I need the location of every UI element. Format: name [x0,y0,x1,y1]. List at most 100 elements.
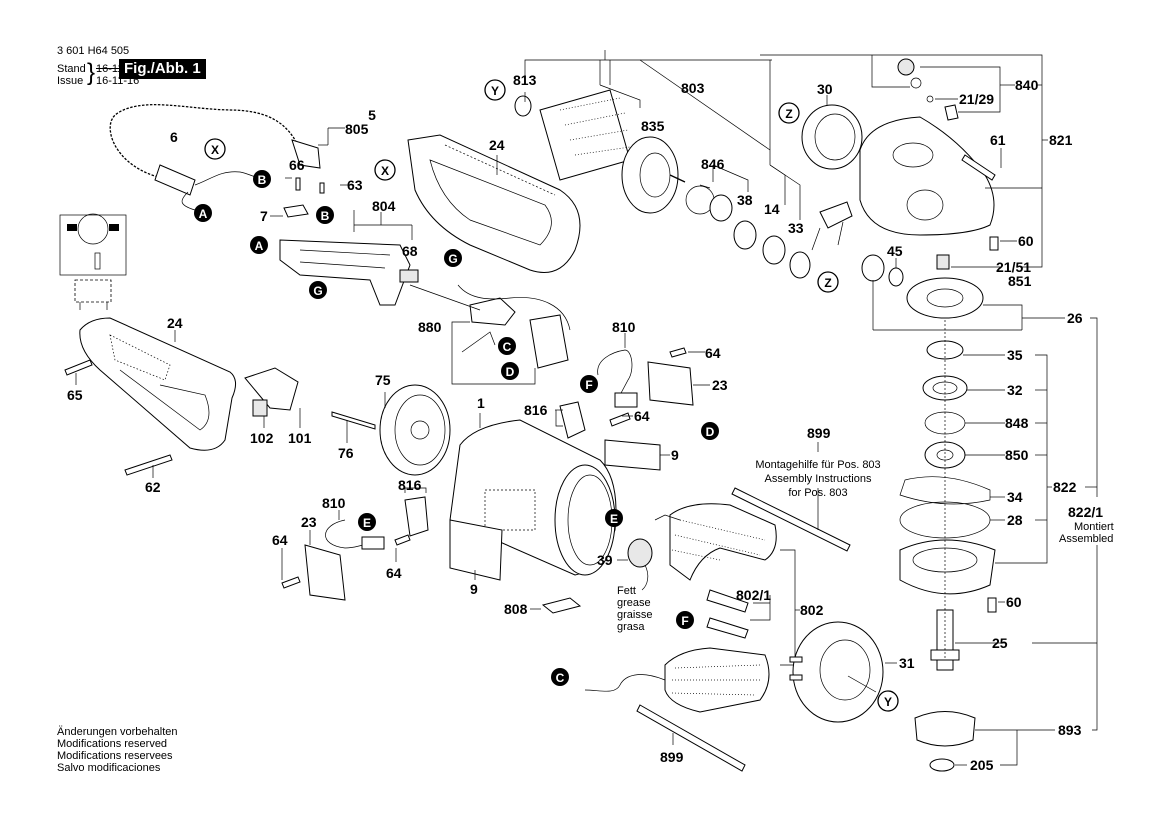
label-813: 813 [513,72,537,88]
svg-text:E: E [363,516,371,530]
label-802: 802 [800,602,824,618]
label-835: 835 [641,118,665,134]
svg-text:X: X [381,164,389,178]
connector-z-gear: Z [778,102,800,124]
label-893: 893 [1058,722,1082,738]
label-68: 68 [402,243,418,259]
svg-text:Z: Z [785,107,792,121]
gear-housing [859,58,999,270]
wiring-schematic [59,213,127,310]
label-205: 205 [970,757,994,773]
connector-f-upper: F [580,375,598,393]
connector-a-switch: A [250,236,268,254]
connector-f-coil: F [676,611,694,629]
label-5: 5 [368,107,376,123]
brush-holder-upper [559,347,694,439]
label-810-upper: 810 [612,319,636,335]
connector-d-coil: D [701,422,719,440]
connector-b-upper: B [253,170,271,188]
connector-g-switch: G [309,281,327,299]
label-821: 821 [1049,132,1073,148]
label-899-lower: 899 [660,749,684,765]
svg-text:Y: Y [491,84,499,98]
connector-x-cord: X [204,138,226,160]
label-45: 45 [887,243,903,259]
label-7: 7 [260,208,268,224]
label-822-1: 822/1 [1068,504,1103,520]
svg-text:G: G [448,252,457,266]
electronic-module [409,284,571,369]
label-21-29: 21/29 [959,91,994,107]
part-number: 3 601 H64 505 [57,45,130,57]
label-803: 803 [681,80,705,96]
issue-label: Issue [57,75,84,87]
switch-assembly [279,177,419,306]
label-816-lower: 816 [398,477,422,493]
label-28: 28 [1007,512,1023,528]
label-805: 805 [345,121,369,137]
label-26: 26 [1067,310,1083,326]
grease-en: grease [617,597,651,609]
connector-c-module: C [498,337,516,355]
label-35: 35 [1007,347,1023,363]
connector-z-bearing: Z [817,271,839,293]
grease-es: grasa [617,621,645,633]
svg-text:B: B [258,173,267,187]
label-804: 804 [372,198,396,214]
label-23-lower: 23 [301,514,317,530]
brush-holder-lower [281,496,429,601]
connector-a-upper: A [194,204,212,222]
end-cap [331,384,451,476]
bearing-stack [899,340,997,772]
label-822: 822 [1053,479,1077,495]
grease-de: Fett [617,585,636,597]
label-38: 38 [737,192,753,208]
label-60-upper: 60 [1018,233,1034,249]
notice-de: Änderungen vorbehalten [57,726,178,738]
label-1: 1 [477,395,485,411]
label-851: 851 [1008,273,1032,289]
armature [514,89,811,279]
label-6: 6 [170,129,178,145]
svg-text:C: C [556,671,565,685]
label-816-upper: 816 [524,402,548,418]
svg-text:D: D [706,425,715,439]
label-102: 102 [250,430,274,446]
svg-text:A: A [255,239,264,253]
label-64-mid: 64 [634,408,650,424]
connector-e-lower: E [358,513,376,531]
label-60-lower: 60 [1006,594,1022,610]
label-30: 30 [817,81,833,97]
brace-symbol: } [87,59,96,86]
power-cord [107,101,321,211]
connector-y-armature: Y [484,79,506,101]
label-39: 39 [597,552,613,568]
svg-text:Z: Z [824,276,831,290]
svg-text:F: F [585,378,592,392]
label-101: 101 [288,430,312,446]
label-23-upper: 23 [712,377,728,393]
label-61: 61 [990,132,1006,148]
label-850: 850 [1005,447,1029,463]
connector-b-switch: B [316,206,334,224]
label-24-top: 24 [489,137,505,153]
assembled-en: Assembled [1059,533,1113,545]
label-75: 75 [375,372,391,388]
crown-gear-30 [801,104,863,170]
svg-text:F: F [681,614,688,628]
label-21-51: 21/51 [996,259,1031,275]
connector-g-module: G [444,249,462,267]
connector-y-baffle: Y [877,690,899,712]
label-840: 840 [1015,77,1039,93]
connector-c-coil: C [551,668,569,686]
label-63: 63 [347,177,363,193]
field-coil-lower [584,647,770,713]
label-810-lower: 810 [322,495,346,511]
label-848: 848 [1005,415,1029,431]
label-64-upper: 64 [705,345,721,361]
fan-baffle [789,621,884,723]
field-coil-upper [654,503,777,581]
figure-badge: Fig./Abb. 1 [119,59,206,79]
assembly-help-de: Montagehilfe für Pos. 803 [755,459,880,471]
